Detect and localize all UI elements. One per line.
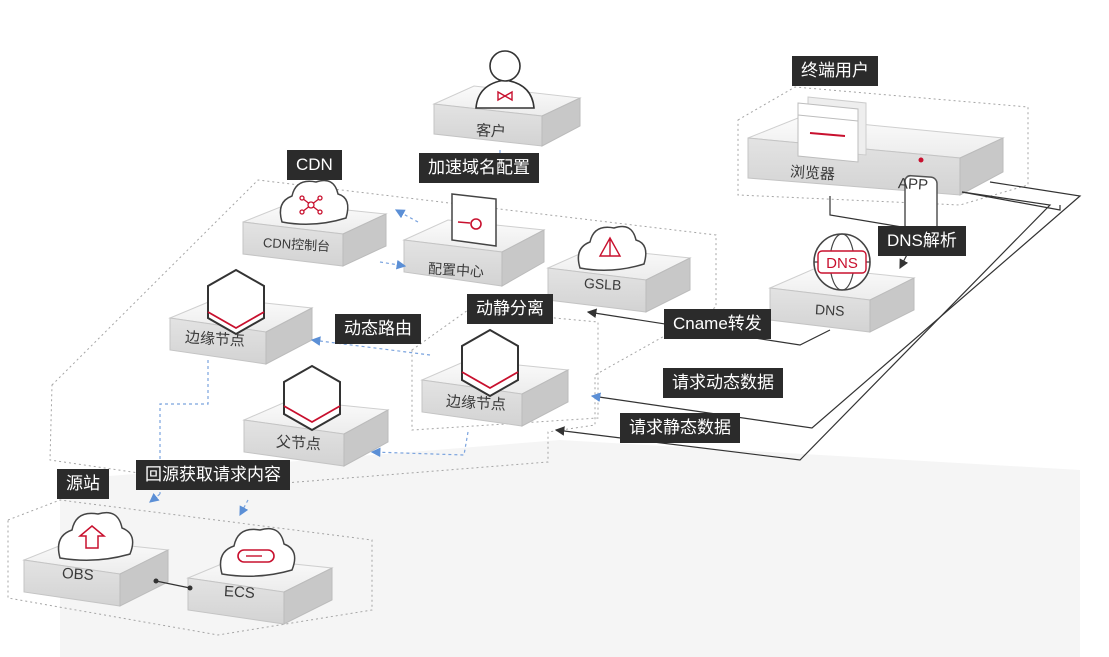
person-with-bowtie-icon [475, 50, 535, 109]
svg-text:DNS: DNS [826, 255, 858, 272]
request-dynamic-tag: 请求动态数据 [663, 368, 783, 398]
edge-node-right-label: 边缘节点 [445, 393, 507, 414]
end-user-region-outline [737, 86, 1029, 206]
browser-label: 浏览器 [789, 163, 836, 184]
dns-resolve-tag: DNS解析 [878, 226, 966, 256]
flow-line-request-static [554, 191, 1052, 461]
request-static-tag: 请求静态数据 [620, 413, 740, 443]
dns-label: DNS [814, 301, 846, 319]
gslb-label: GSLB [583, 274, 622, 294]
flow-connector [394, 209, 419, 223]
cdn-tag: CDN [287, 150, 342, 180]
cdn-console-label: CDN控制台 [262, 234, 331, 255]
flow-line-cname [586, 308, 831, 346]
hexagon-icon [283, 364, 341, 432]
obs-label: OBS [61, 565, 95, 584]
dynamic-routing-tag: 动态路由 [335, 314, 421, 344]
globe-dns-icon: DNS [813, 233, 871, 291]
app-label: APP [897, 175, 929, 194]
customer-label: 客户 [475, 122, 507, 141]
hexagon-icon [207, 268, 265, 336]
end-user-tag: 终端用户 [792, 56, 878, 86]
edge-node-left-label: 边缘节点 [184, 329, 246, 350]
origin-region-outline [7, 499, 373, 636]
config-center-platform [402, 219, 546, 287]
flow-line-dns-resolve [961, 191, 1061, 211]
parent-node-label: 父节点 [275, 433, 322, 454]
flow-connector [379, 259, 407, 270]
back-to-origin-tag: 回源获取请求内容 [136, 460, 290, 490]
flow-connector [149, 493, 161, 503]
cloud-server-icon [219, 527, 296, 577]
browser-window-icon [797, 96, 867, 163]
cname-forward-tag: Cname转发 [664, 309, 771, 339]
flow-line-dns-resolve [590, 181, 1082, 429]
ecs-label: ECS [223, 583, 256, 602]
cloud-triangle-icon [577, 225, 647, 271]
cloud-upload-icon [57, 511, 134, 561]
flow-connector [310, 336, 431, 356]
flow-line-origin [155, 580, 191, 589]
origin-tag: 源站 [57, 469, 109, 499]
config-center-label: 配置中心 [427, 260, 485, 280]
flow-connector [159, 360, 209, 494]
dynamic-static-split-outline [411, 309, 599, 431]
config-panel-icon [451, 193, 497, 247]
flow-connector [370, 431, 469, 458]
cloud-network-icon [279, 179, 349, 225]
dynamic-static-split-tag: 动静分离 [467, 294, 553, 324]
flow-connector [239, 499, 249, 517]
hexagon-icon [461, 328, 519, 398]
domain-config-tag: 加速域名配置 [419, 153, 539, 183]
end-user-platform [747, 117, 1005, 196]
